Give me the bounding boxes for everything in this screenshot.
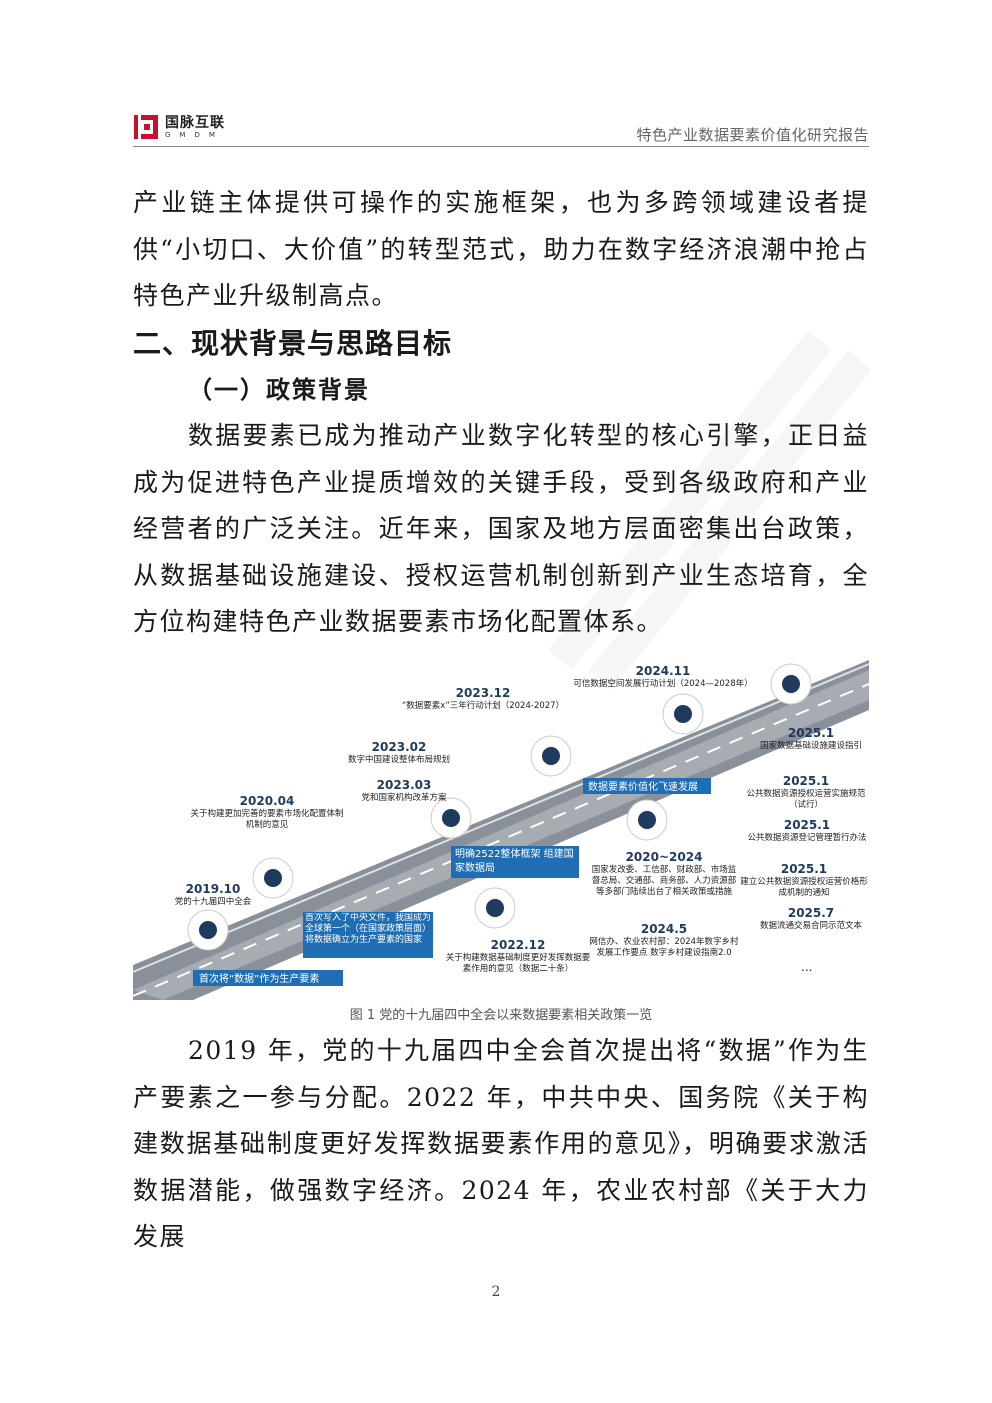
banner-text: 首次写入了中央文件，我国成为全球第一个（在国家政策层面）将数据确立为生产要素的国…	[305, 913, 431, 945]
pin-2023-03	[430, 797, 472, 839]
report-title: 特色产业数据要素价值化研究报告	[636, 126, 869, 144]
timeline-event-text: 公共数据资源登记管理暂行办法	[747, 833, 867, 843]
timeline-event-date: 2025.7	[787, 906, 835, 920]
timeline-event-date: 2024.5	[640, 922, 688, 936]
timeline-graphic: 首次将“数据”作为生产要素 首次写入了中央文件，我国成为全球第一个（在国家政策层…	[133, 660, 869, 1000]
timeline-event-text: 党和国家机构改革方案	[361, 793, 447, 803]
banner-box	[193, 970, 343, 986]
timeline-event-text: 数字中国建设整体布局规划	[347, 755, 450, 765]
timeline-event-date: 2023.12	[455, 686, 511, 700]
timeline-event-date: 2023.03	[376, 778, 432, 792]
paragraph-1: 产业链主体提供可操作的实施框架，也为多跨领域建设者提供“小切口、大价值”的转型范…	[133, 188, 869, 310]
banner-box	[583, 778, 711, 794]
banner-text: 首次将“数据”作为生产要素	[199, 972, 319, 985]
timeline-event-date: 2024.11	[635, 664, 691, 678]
road-edge	[133, 663, 869, 973]
road-center-line	[133, 683, 869, 997]
timeline-event-date: 2023.02	[371, 740, 427, 754]
timeline-event-text: 国家数据基础设施建设指引	[759, 741, 862, 751]
timeline-event-text: 可信数据空间发展行动计划（2024—2028年）	[573, 679, 753, 689]
figure-caption: 图 1 党的十九届四中全会以来数据要素相关政策一览	[349, 1008, 653, 1023]
timeline-event-date: 2020~2024	[625, 850, 703, 864]
page-number: 2	[491, 1284, 501, 1300]
policy-timeline-figure: 首次将“数据”作为生产要素 首次写入了中央文件，我国成为全球第一个（在国家政策层…	[133, 660, 869, 1000]
pin-2024-11	[662, 693, 704, 735]
timeline-event-date: 2022.12	[490, 938, 546, 952]
logo-en-text: GMDM	[165, 131, 224, 139]
timeline-event-date: 2025.1	[780, 862, 828, 876]
timeline-event-text: 建立公共数据资源授权运营价格形成机制的通知	[740, 877, 868, 898]
timeline-event-date: 2025.1	[782, 774, 830, 788]
timeline-event-date: 2025.1	[787, 726, 835, 740]
banner-box	[303, 912, 433, 958]
timeline-ellipsis: ...	[801, 960, 813, 974]
section-heading: 二、现状背景与思路目标	[133, 327, 453, 360]
pin-2023-12	[530, 735, 572, 777]
logo-icon	[133, 114, 159, 140]
banner-text-wrap: 首次写入了中央文件，我国成为全球第一个（在国家政策层面）将数据确立为生产要素的国…	[305, 913, 431, 945]
banner-box	[451, 846, 579, 878]
paragraph-3: 2019 年，党的十九届四中全会首次提出将“数据”作为生产要素之一参与分配。20…	[133, 1036, 869, 1251]
pin-2020	[252, 857, 294, 899]
page-header: 国脉互联 GMDM 特色产业数据要素价值化研究报告	[133, 112, 869, 148]
logo: 国脉互联 GMDM	[133, 114, 225, 140]
timeline-event-text: 国家发改委、工信部、财政部、市场监督总局、交通部、商务部、人力资源部等多部门陆续…	[591, 865, 737, 897]
timeline-event-date: 2025.1	[783, 818, 831, 832]
timeline-event-text: 网信办、农业农村部：2024年数字乡村发展工作要点 数字乡村建设指南2.0	[589, 937, 739, 958]
timeline-event-date: 2020.04	[239, 794, 295, 808]
logo-cn-text: 国脉互联	[165, 115, 225, 131]
timeline-event-text: 党的十九届四中全会	[174, 897, 252, 907]
timeline-event-date: 2019.10	[185, 882, 241, 896]
pin-2025	[770, 663, 812, 705]
banner-text: 明确2522整体框架 组建国家数据局	[455, 849, 574, 874]
banner-text: 数据要素价值化飞速发展	[588, 780, 698, 793]
header-divider	[133, 146, 869, 147]
timeline-event-text: “数据要素x”三年行动计划（2024-2027）	[401, 701, 565, 711]
timeline-event-text: 公共数据资源授权运营实施规范（试行）	[746, 789, 866, 810]
paragraph-2: 数据要素已成为推动产业数字化转型的核心引擎，正日益成为促进特色产业提质增效的关键…	[133, 421, 869, 636]
timeline-event-text: 关于构建更加完善的要素市场化配置体制机制的意见	[190, 809, 344, 830]
pin-2019	[187, 909, 229, 951]
timeline-event-text: 数据流通交易合同示范文本	[759, 921, 862, 931]
timeline-event: 2023.12“数据要素x”三年行动计划（2024-2027）	[383, 686, 583, 712]
timeline-event-text: 关于构建数据基础制度更好发挥数据要素作用的意见（数据二十条）	[445, 953, 591, 974]
subsection-heading: （一）政策背景	[188, 375, 370, 404]
banner-text-wrap: 明确2522整体框架 组建国家数据局	[455, 849, 574, 874]
pin-2022-12	[474, 887, 516, 929]
pin-2020-2024	[626, 799, 668, 841]
